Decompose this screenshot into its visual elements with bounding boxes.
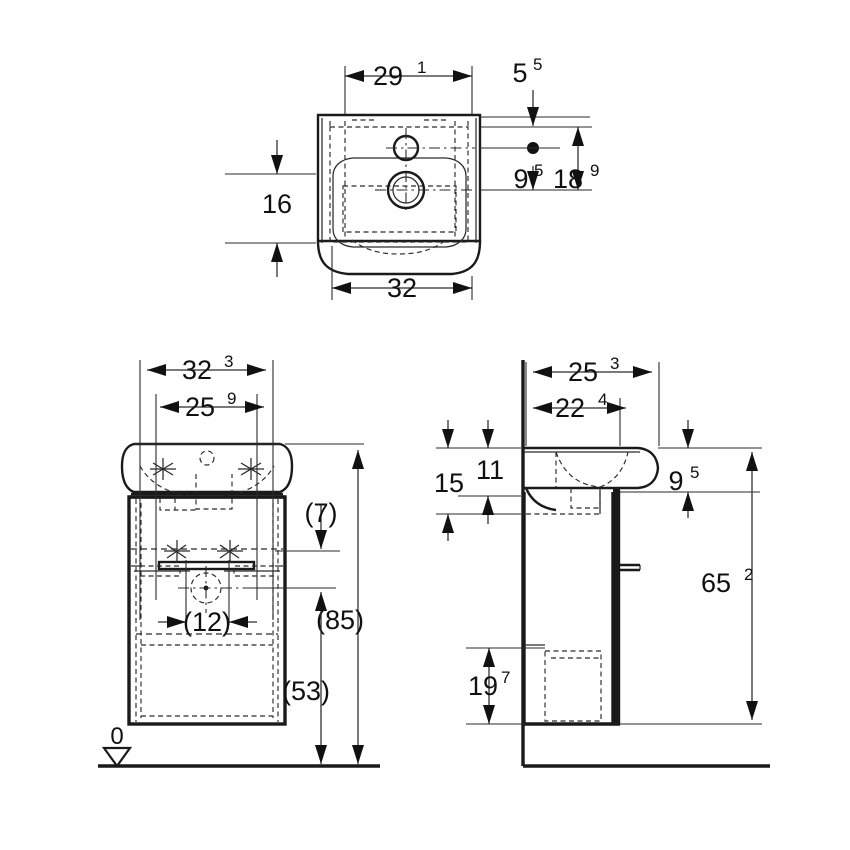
dim-label-top-drain-offset: 9 [513,164,528,194]
side-view-door-panel [613,489,620,725]
dim-label-side-offset-b: 11 [476,455,504,485]
dimension-front-width-cabinet: 25 9 [160,389,264,422]
front-view-water-right [217,540,243,563]
dimension-side-offset-a: 15 [434,420,521,541]
dimension-side-depth-cabinet: 22 4 [533,390,626,446]
dim-sup-side-height-total: 2 [744,565,753,584]
dim-label-front-width-cabinet: 25 [185,392,215,422]
dim-sup-top-width-inner: 1 [417,58,426,77]
top-view-basin-outline [316,113,482,276]
front-view-fixing-right [238,458,264,480]
dim-label-front-gap: (7) [305,498,338,528]
dim-sup-side-height-lower: 7 [501,668,510,687]
side-view-cabinet [522,489,641,726]
dimension-top-offset-rear: 5 5 [480,55,590,128]
dimension-top-depth-left: 16 [225,140,316,277]
front-view-basin [120,442,294,511]
top-view-bowl [332,157,467,255]
front-view: 32 3 25 9 (7) (85) [98,352,380,768]
dim-sup-side-depth-cabinet: 4 [598,390,607,409]
dimension-front-width-basin: 32 3 [147,352,266,385]
front-view-waste-center [178,566,248,613]
dim-sup-front-width-basin: 3 [224,352,233,371]
dim-sup-side-depth-basin: 3 [610,354,619,373]
dim-sup-front-width-cabinet: 9 [227,389,236,408]
dimension-front-height-trap: (53) [248,587,336,764]
dimension-front-connector-spacing: (12) [158,607,257,637]
floor-datum-marker: 0 [101,723,133,768]
dim-label-front-connector-spacing: (12) [183,607,231,637]
top-view-hidden-edges [329,119,469,243]
dim-label-side-depth-basin: 25 [568,357,598,387]
dim-label-top-offset-rear: 5 [512,58,527,88]
dim-label-side-height-lower: 19 [468,671,498,701]
datum-label: 0 [110,723,123,750]
side-view-basin [524,446,660,515]
dim-label-front-height-trap: (53) [282,676,330,706]
dim-label-side-height-total: 65 [701,568,731,598]
dimension-top-depth-total: 18 9 [481,126,599,194]
front-view-plumbing [131,540,283,613]
dim-label-side-depth-cabinet: 22 [555,393,585,423]
side-view: 25 3 22 4 15 11 [434,354,770,768]
dimension-side-height-lower: 19 7 [466,647,545,725]
dim-label-top-width-inner: 29 [373,61,403,91]
dim-label-top-depth-total: 18 [553,164,583,194]
front-view-extension-lines [139,360,274,625]
dim-sup-top-drain-offset: 5 [534,161,543,180]
dimension-side-height-total: 65 2 [620,447,762,725]
top-view: 29 1 5 5 16 9 5 [225,55,599,303]
dimension-top-width-inner: 29 1 [344,58,473,114]
dim-label-front-width-basin: 32 [182,355,212,385]
dim-label-side-offset-a: 15 [434,468,464,498]
dim-sup-top-depth-total: 9 [590,161,599,180]
dimension-top-width-total: 32 [331,246,473,303]
dimension-side-offset-b: 11 [458,420,521,524]
dim-label-top-depth-left: 16 [262,189,292,219]
top-view-tap-hole [386,128,475,212]
dim-sup-top-offset-rear: 5 [533,55,542,74]
dim-sup-side-basin-height: 5 [690,463,699,482]
dimension-side-depth-basin: 25 3 [525,354,660,446]
front-view-floor: 0 [98,723,380,768]
front-view-water-left [164,540,190,563]
dim-label-side-basin-height: 9 [668,466,683,496]
dim-label-top-width-total: 32 [387,273,417,303]
top-view-drain-outlet [375,170,475,210]
